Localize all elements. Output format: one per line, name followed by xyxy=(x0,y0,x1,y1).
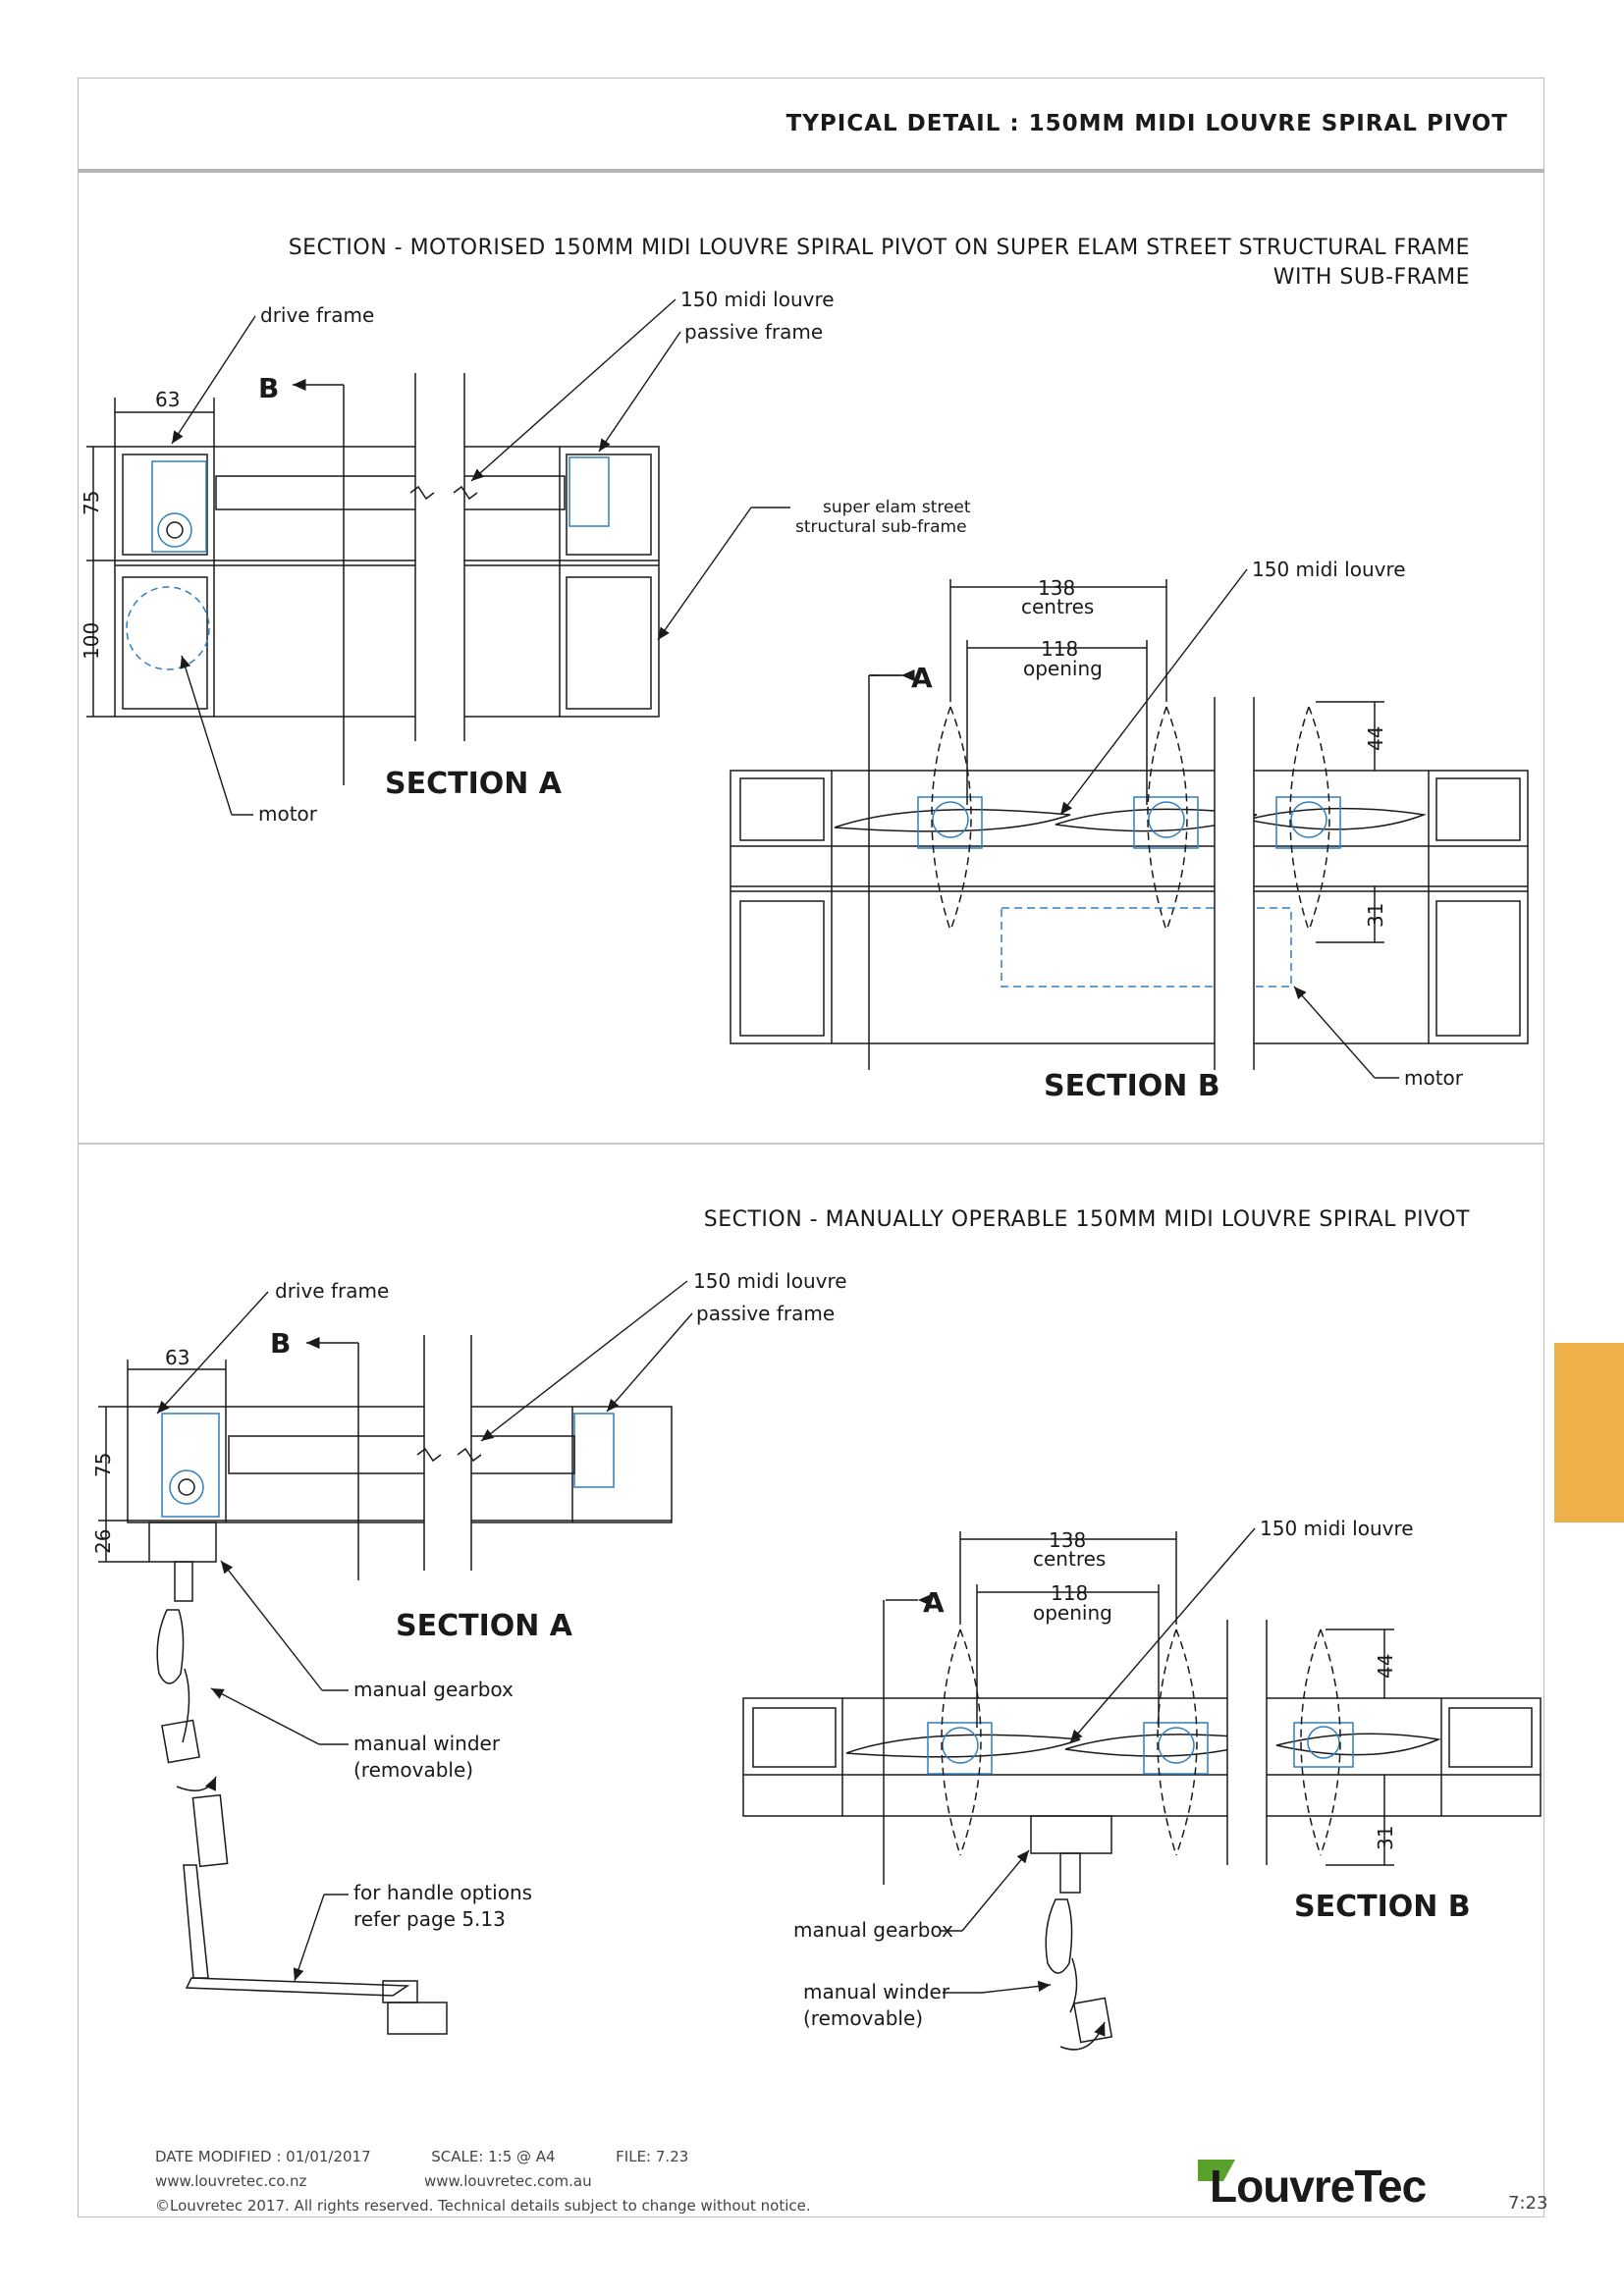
winder-label-b-2: (removable) xyxy=(803,2006,923,2030)
page-number: 7:23 xyxy=(1508,2193,1548,2214)
handle-label-1: for handle options xyxy=(353,1881,532,1904)
centres-label-top: centres xyxy=(1021,595,1094,618)
footer-file: FILE: 7.23 xyxy=(616,2148,689,2165)
footer-meta: DATE MODIFIED : 01/01/2017 SCALE: 1:5 @ … xyxy=(155,2148,688,2165)
section-a-label-top: SECTION A xyxy=(385,767,563,801)
dim-31-top: 31 xyxy=(1364,903,1387,928)
section-bottom-title: SECTION - MANUALLY OPERABLE 150MM MIDI L… xyxy=(703,1207,1470,1232)
marker-b-top: B xyxy=(258,372,279,404)
dim-138-bottom: 138 xyxy=(1049,1528,1086,1552)
footer-date: DATE MODIFIED : 01/01/2017 xyxy=(155,2148,371,2165)
sub-frame-label-2: structural sub-frame xyxy=(795,517,967,537)
section-b-label-top: SECTION B xyxy=(1044,1069,1220,1103)
header-rule xyxy=(78,169,1544,173)
section-b-label-bottom: SECTION B xyxy=(1294,1890,1471,1924)
dim-100-top: 100 xyxy=(80,622,103,660)
top-section-a-drawing xyxy=(86,373,660,785)
dim-31-bottom: 31 xyxy=(1374,1826,1397,1850)
footer-copyright: ©Louvretec 2017. All rights reserved. Te… xyxy=(155,2197,811,2215)
marker-b-bottom: B xyxy=(270,1327,291,1360)
dim-63-top: 63 xyxy=(155,388,180,411)
gearbox-label-a: manual gearbox xyxy=(353,1678,514,1701)
logo-text: LouvreTec xyxy=(1210,2161,1427,2212)
page-frame xyxy=(78,78,1544,2217)
louvretec-logo xyxy=(1198,2160,1235,2181)
bottom-section-a-drawing xyxy=(98,1335,673,2035)
section-top-title-line1: SECTION - MOTORISED 150MM MIDI LOUVRE SP… xyxy=(288,236,1470,260)
marker-a-bottom: A xyxy=(923,1586,945,1619)
winder-label-b-1: manual winder xyxy=(803,1980,950,2003)
footer-web-nz[interactable]: www.louvretec.co.nz xyxy=(155,2172,307,2190)
footer-web-au[interactable]: www.louvretec.com.au xyxy=(424,2172,592,2190)
motor-label-a-top: motor xyxy=(258,802,318,826)
drive-frame-label-bottom: drive frame xyxy=(275,1279,389,1303)
section-top-title-line2: WITH SUB-FRAME xyxy=(1272,265,1470,290)
winder-label-a-1: manual winder xyxy=(353,1732,501,1755)
chapter-tab xyxy=(1554,1343,1624,1522)
passive-frame-label-bottom: passive frame xyxy=(696,1302,835,1325)
dim-138-top: 138 xyxy=(1038,576,1075,600)
midi-louvre-label-top: 150 midi louvre xyxy=(680,288,835,311)
bottom-section-b-drawing xyxy=(742,1531,1542,2051)
motor-label-b-top: motor xyxy=(1404,1066,1464,1090)
dim-26-bottom: 26 xyxy=(91,1529,115,1554)
marker-a-top: A xyxy=(911,662,933,694)
page-title: TYPICAL DETAIL : 150MM MIDI LOUVRE SPIRA… xyxy=(785,111,1508,136)
opening-label-top: opening xyxy=(1023,657,1103,680)
section-divider xyxy=(78,1143,1544,1145)
opening-label-bottom: opening xyxy=(1033,1601,1112,1625)
winder-label-a-2: (removable) xyxy=(353,1758,473,1782)
louvre-b-label-top: 150 midi louvre xyxy=(1252,558,1406,581)
dim-118-bottom: 118 xyxy=(1051,1581,1088,1605)
sub-frame-label-1: super elam street xyxy=(823,498,971,517)
dim-75-top: 75 xyxy=(80,491,103,515)
footer-scale: SCALE: 1:5 @ A4 xyxy=(431,2148,556,2165)
logo-mark-icon xyxy=(1198,2160,1235,2181)
dim-118-top: 118 xyxy=(1041,637,1078,661)
drive-frame-label-top: drive frame xyxy=(260,303,374,327)
dim-44-top: 44 xyxy=(1364,726,1387,751)
gearbox-label-b: manual gearbox xyxy=(793,1918,953,1942)
dim-44-bottom: 44 xyxy=(1374,1654,1397,1679)
section-top-title: SECTION - MOTORISED 150MM MIDI LOUVRE SP… xyxy=(289,234,1470,293)
top-section-b-drawing xyxy=(730,579,1529,1080)
section-a-label-bottom: SECTION A xyxy=(396,1609,573,1643)
dim-63-bottom: 63 xyxy=(165,1346,189,1369)
centres-label-bottom: centres xyxy=(1033,1547,1106,1571)
louvre-b-label-bottom: 150 midi louvre xyxy=(1260,1517,1414,1540)
handle-label-2: refer page 5.13 xyxy=(353,1907,506,1931)
midi-louvre-label-bottom: 150 midi louvre xyxy=(693,1269,847,1293)
passive-frame-label-top: passive frame xyxy=(684,320,823,344)
dim-75-bottom: 75 xyxy=(91,1453,115,1477)
